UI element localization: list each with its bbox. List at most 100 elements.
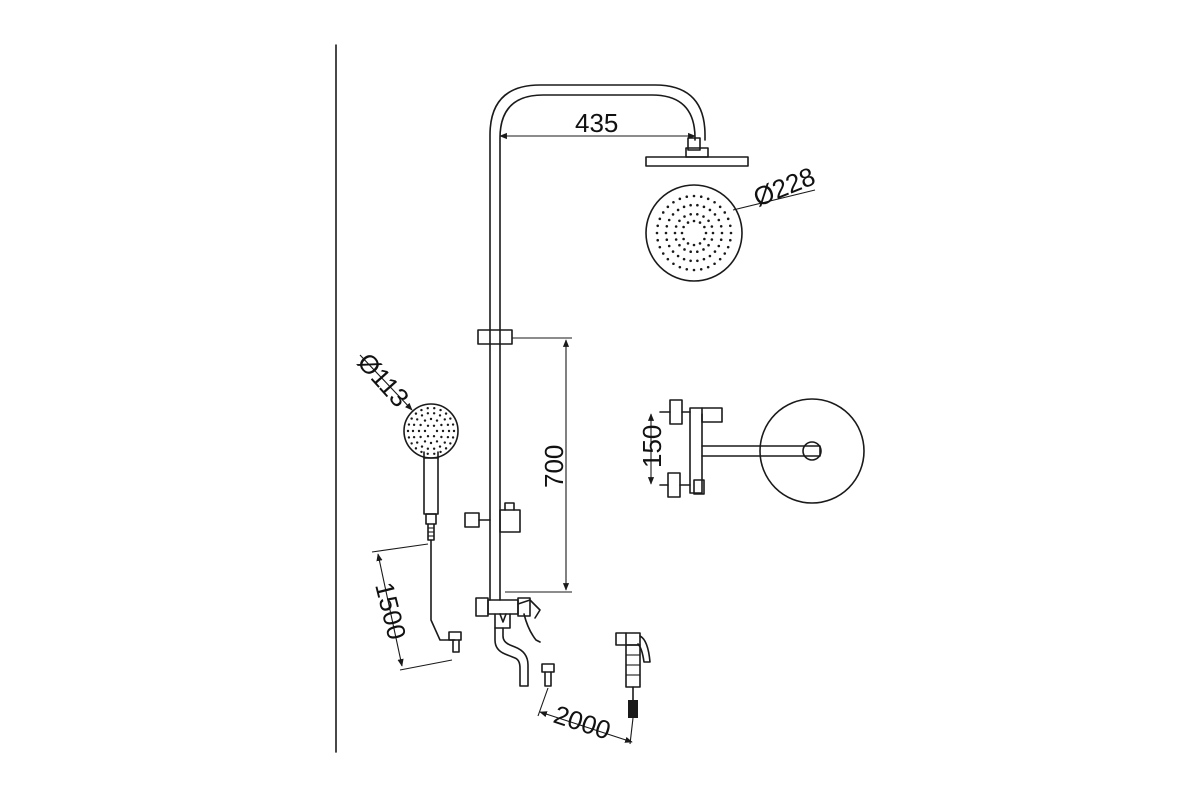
dimension-hand-diameter: Ø113 [352, 347, 416, 413]
nozzle-dot [446, 435, 450, 439]
nozzle-dot [678, 197, 682, 201]
nozzle-dot [696, 250, 699, 254]
nozzle-dot [692, 243, 696, 247]
nozzle-dot [426, 452, 429, 455]
nozzle-dot [686, 221, 690, 224]
nozzle-dot [717, 244, 721, 248]
arm-length-label: 435 [575, 108, 618, 138]
nozzle-dot [423, 419, 427, 422]
nozzle-dot [667, 218, 671, 222]
nozzle-dot [689, 203, 692, 207]
nozzle-dot [661, 211, 665, 214]
nozzle-dot [661, 252, 665, 255]
nozzle-dot [420, 445, 424, 448]
nozzle-dot [692, 268, 696, 272]
nozzle-dot [683, 215, 686, 218]
nozzle-dot [435, 419, 439, 422]
nozzle-dot [718, 257, 722, 261]
nozzle-dot [696, 259, 699, 263]
nozzle-dot [728, 224, 732, 228]
overhead-shower-head-front [645, 184, 743, 282]
nozzle-dot [416, 418, 419, 421]
nozzle-dot [702, 257, 706, 261]
nozzle-dot [655, 231, 659, 235]
nozzle-dot [439, 450, 442, 454]
nozzle-dot [676, 254, 680, 258]
nozzle-dot [433, 407, 436, 410]
nozzle-dot [420, 450, 423, 454]
nozzle-dot [423, 440, 427, 443]
nozzle-dot [452, 429, 456, 433]
nozzle-dot [711, 231, 715, 235]
nozzle-dot [707, 243, 710, 247]
nozzle-dot [417, 429, 421, 433]
dimension-head-diameter: Ø228 [732, 161, 819, 213]
nozzle-dot [689, 212, 692, 216]
nozzle-dot [703, 237, 706, 241]
nozzle-dot [717, 218, 721, 222]
nozzle-dot [672, 262, 675, 266]
nozzle-dot [685, 195, 689, 199]
nozzle-dot [729, 231, 733, 235]
nozzle-dot [414, 447, 418, 450]
bidet-connector [541, 663, 555, 687]
nozzle-dot [666, 205, 670, 209]
head-diameter-label: Ø228 [749, 161, 819, 213]
nozzle-dot [708, 208, 712, 212]
nozzle-dot [713, 213, 717, 216]
nozzle-dot [433, 452, 436, 455]
nozzle-dot [411, 429, 415, 433]
nozzle-dot [726, 245, 730, 249]
nozzle-dot [698, 242, 702, 245]
nozzle-dot [435, 440, 439, 443]
nozzle-dot [407, 423, 411, 426]
dimension-bidet-hose-length: 2000 [537, 687, 634, 746]
nozzle-dot [447, 429, 451, 433]
nozzle-dot [708, 254, 712, 258]
nozzle-dot [719, 225, 723, 228]
bidet-hose-length-label: 2000 [550, 699, 614, 745]
nozzle-dot [451, 423, 455, 426]
nozzle-dot [706, 265, 710, 269]
shower-riser [489, 84, 706, 601]
nozzle-dot [723, 211, 727, 214]
nozzle-dot [432, 412, 436, 415]
nozzle-dot [656, 238, 660, 242]
nozzle-dot [703, 225, 706, 229]
nozzle-dot [667, 244, 671, 248]
nozzle-dot [678, 265, 682, 269]
nozzle-dot [682, 225, 685, 229]
nozzle-dot [432, 435, 436, 438]
nozzle-dot [426, 412, 430, 415]
nozzle-dot [683, 248, 686, 251]
hose-length-label: 1500 [369, 579, 412, 642]
nozzle-dot [426, 424, 430, 427]
nozzle-dot [429, 417, 433, 421]
nozzle-dot [728, 238, 732, 242]
nozzle-dot [443, 441, 446, 444]
nozzle-dot [706, 197, 710, 201]
nozzle-dot [416, 441, 419, 444]
dimension-hose-length: 1500 [369, 543, 453, 671]
slide-length-label: 700 [539, 445, 569, 488]
nozzle-dot [702, 205, 706, 209]
nozzle-dot [696, 212, 699, 216]
nozzle-dot [420, 414, 424, 417]
nozzle-dot [704, 231, 708, 235]
nozzle-dot [420, 408, 423, 412]
mixer-centers-label: 150 [637, 425, 667, 468]
nozzle-dot [435, 429, 439, 433]
nozzle-dot [680, 231, 684, 235]
overhead-shower-head-side [645, 147, 749, 167]
nozzle-dot [726, 217, 730, 221]
nozzle-dot [443, 418, 446, 421]
nozzle-dot [692, 219, 696, 223]
nozzle-dot [449, 417, 452, 420]
nozzle-dot [671, 250, 675, 253]
nozzle-dot [426, 447, 430, 450]
hand-shower-hose [430, 539, 462, 653]
nozzle-dot [702, 215, 705, 218]
nozzle-dot [423, 429, 427, 433]
nozzle-dot [720, 231, 724, 235]
